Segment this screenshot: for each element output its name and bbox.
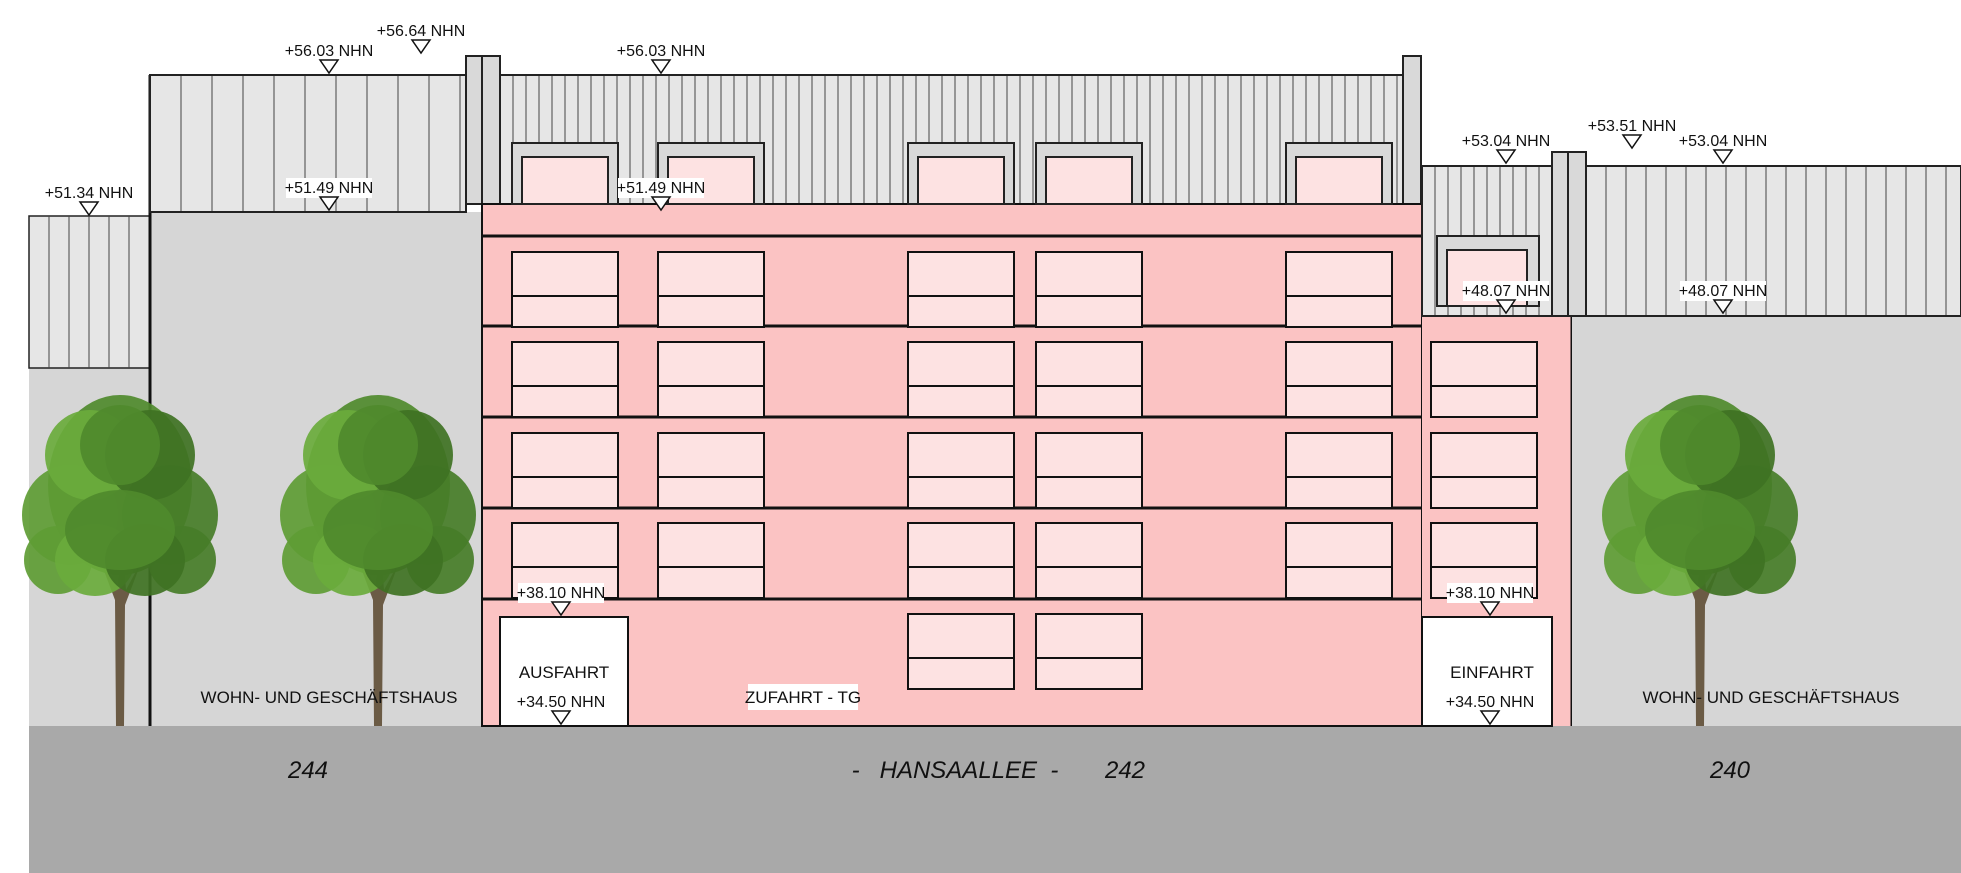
facade-window — [1430, 432, 1538, 509]
street-name: - HANSAALLEE - — [852, 757, 1059, 784]
facade-window — [1285, 522, 1393, 599]
level-marker-ground-floor-left: +38.10 NHN — [517, 583, 606, 617]
level-label: +38.10 NHN — [517, 585, 606, 602]
dormer-window — [1285, 142, 1393, 205]
level-marker-roof-left-top: +56.03 NHN — [285, 41, 374, 75]
level-triangle-icon — [550, 601, 572, 617]
facade-window — [657, 251, 765, 328]
level-marker-roof-left-eaves: +51.49 NHN — [285, 178, 374, 212]
label-entry: EINFAHRT — [1450, 663, 1534, 682]
facade-window — [907, 341, 1015, 418]
level-label: +48.07 NHN — [1462, 283, 1551, 300]
level-marker-right-eaves-b: +53.04 NHN — [1679, 131, 1768, 165]
level-marker-entry: +34.50 NHN — [1446, 692, 1535, 726]
level-label: +56.64 NHN — [377, 23, 466, 40]
neighbor-left-244 — [148, 55, 501, 726]
level-marker-left-far-eaves: +51.34 NHN — [45, 183, 134, 217]
facade-window — [1285, 432, 1393, 509]
level-label: +53.04 NHN — [1679, 133, 1768, 150]
street-number-right: 240 — [1709, 757, 1751, 784]
facade-window — [907, 432, 1015, 509]
level-label: +56.03 NHN — [617, 43, 706, 60]
street-number-left: 244 — [287, 757, 328, 784]
level-triangle-icon — [1495, 149, 1517, 165]
level-triangle-icon — [318, 59, 340, 75]
level-marker-right-ridge: +53.51 NHN — [1588, 116, 1677, 150]
level-marker-roof-left-ridge: +56.64 NHN — [377, 21, 466, 55]
facade-window — [907, 251, 1015, 328]
facade-window — [1035, 522, 1143, 599]
facade-window — [1035, 251, 1143, 328]
facade-window — [907, 522, 1015, 599]
level-marker-right-base-b: +48.07 NHN — [1679, 281, 1768, 315]
facade-window — [1285, 251, 1393, 328]
level-label: +34.50 NHN — [517, 694, 606, 711]
label-neighbor-right: WOHN- UND GESCHÄFTSHAUS — [1643, 688, 1900, 707]
level-marker-right-eaves-a: +53.04 NHN — [1462, 131, 1551, 165]
facade-window — [1035, 613, 1143, 690]
level-marker-ground-floor-right: +38.10 NHN — [1446, 583, 1535, 617]
level-triangle-icon — [1712, 149, 1734, 165]
level-triangle-icon — [650, 59, 672, 75]
facade-window — [511, 341, 619, 418]
level-triangle-icon — [410, 39, 432, 55]
facade-window — [511, 251, 619, 328]
facade-window — [1035, 432, 1143, 509]
label-garage-access: ZUFAHRT - TG — [745, 688, 861, 707]
facade-window — [657, 341, 765, 418]
facade-window — [1430, 341, 1538, 418]
level-triangle-icon — [1479, 601, 1501, 617]
facade-window — [511, 432, 619, 509]
level-triangle-icon — [1621, 134, 1643, 150]
level-label: +56.03 NHN — [285, 43, 374, 60]
facade-window — [657, 522, 765, 599]
dormer-window — [511, 142, 619, 205]
level-marker-roof-main-top: +56.03 NHN — [617, 41, 706, 75]
level-label: +51.49 NHN — [285, 180, 374, 197]
tree — [280, 395, 476, 726]
dormer-window — [1035, 142, 1143, 205]
label-exit: AUSFAHRT — [519, 663, 609, 682]
level-triangle-icon — [1479, 710, 1501, 726]
level-marker-right-base-a: +48.07 NHN — [1462, 281, 1551, 315]
facade-window — [1035, 341, 1143, 418]
level-marker-roof-main-eaves: +51.49 NHN — [617, 178, 706, 212]
level-triangle-icon — [1712, 299, 1734, 315]
level-triangle-icon — [78, 201, 100, 217]
tree — [22, 395, 218, 726]
level-triangle-icon — [1495, 299, 1517, 315]
level-triangle-icon — [550, 710, 572, 726]
level-triangle-icon — [650, 196, 672, 212]
tree — [1602, 395, 1798, 726]
facade-window — [907, 613, 1015, 690]
facade-window — [657, 432, 765, 509]
dormer-window — [907, 142, 1015, 205]
level-label: +51.34 NHN — [45, 185, 134, 202]
level-label: +38.10 NHN — [1446, 585, 1535, 602]
level-triangle-icon — [318, 196, 340, 212]
level-label: +48.07 NHN — [1679, 283, 1768, 300]
level-label: +53.51 NHN — [1588, 118, 1677, 135]
level-label: +34.50 NHN — [1446, 694, 1535, 711]
main-building-242 — [481, 55, 1574, 727]
level-label: +53.04 NHN — [1462, 133, 1551, 150]
street-number-center: 242 — [1104, 757, 1145, 784]
label-neighbor-left: WOHN- UND GESCHÄFTSHAUS — [201, 688, 458, 707]
facade-window — [1285, 341, 1393, 418]
level-marker-exit: +34.50 NHN — [517, 692, 606, 726]
street-surface — [29, 726, 1961, 873]
level-label: +51.49 NHN — [617, 180, 706, 197]
